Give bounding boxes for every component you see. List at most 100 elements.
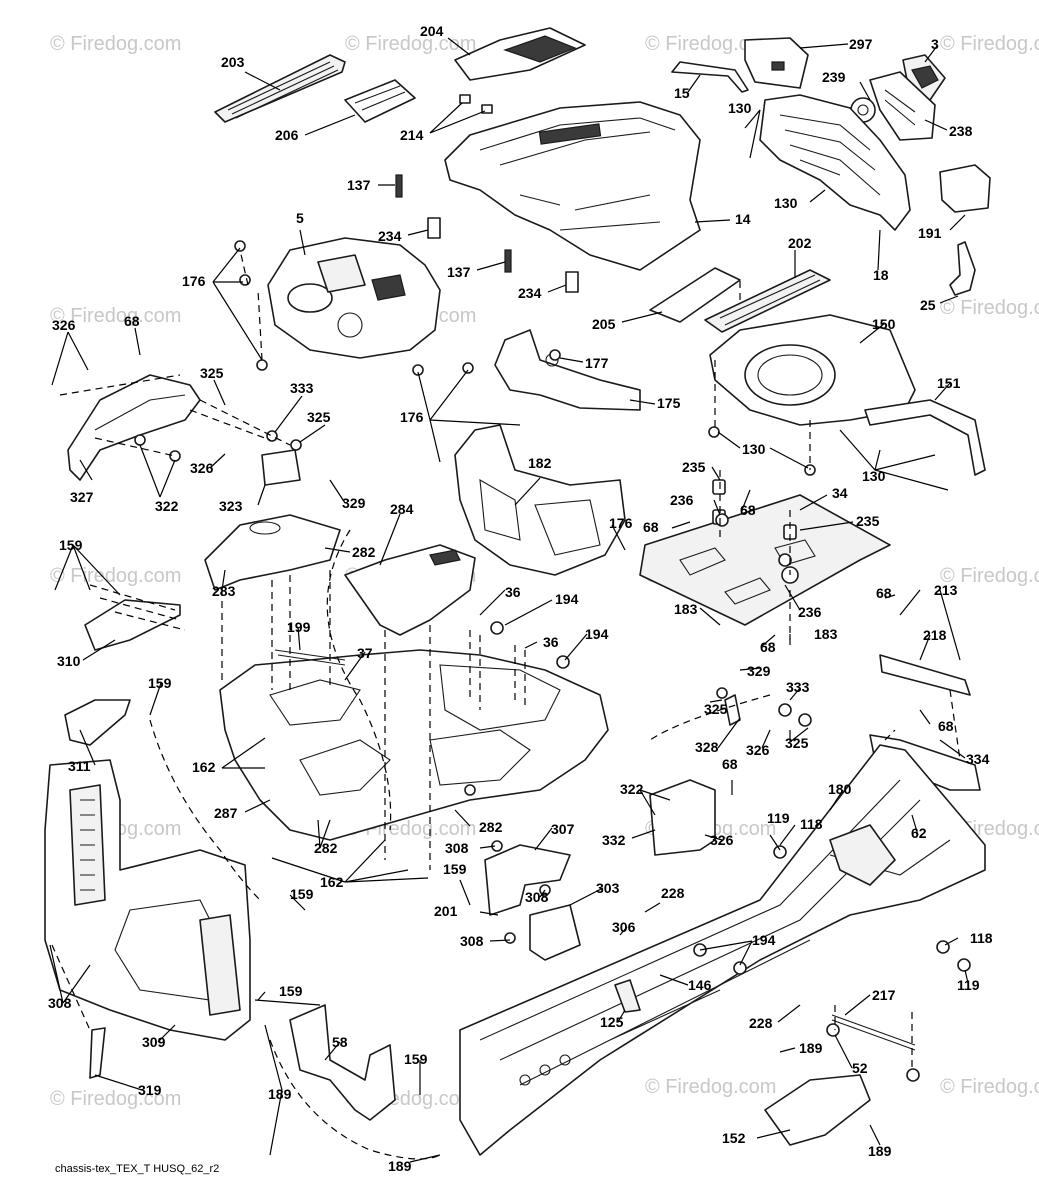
label-333: 333 <box>290 380 314 396</box>
label-282: 282 <box>352 544 376 560</box>
part-203-grille-strip <box>214 54 346 123</box>
label-189: 189 <box>868 1143 892 1159</box>
label-176: 176 <box>400 409 424 425</box>
label-3: 3 <box>931 36 939 52</box>
label-218: 218 <box>923 627 947 643</box>
label-309: 309 <box>142 1034 166 1050</box>
part-125-bracket <box>614 979 641 1013</box>
leader-lines <box>49 37 969 1163</box>
label-58: 58 <box>332 1034 348 1050</box>
label-199: 199 <box>287 619 311 635</box>
label-159: 159 <box>148 675 172 691</box>
label-68: 68 <box>760 639 776 655</box>
label-327: 327 <box>70 489 94 505</box>
part-182-dash-lower <box>454 424 626 576</box>
label-239: 239 <box>822 69 846 85</box>
label-130: 130 <box>728 100 752 116</box>
watermark-text: © Firedog.com <box>940 565 1039 587</box>
part-284-rear-cover <box>344 544 476 636</box>
label-36: 36 <box>505 584 521 600</box>
part-180-frame-rail <box>459 744 986 1156</box>
part-297-cap <box>744 37 809 89</box>
label-189: 189 <box>268 1086 292 1102</box>
part-137-strips <box>395 174 512 273</box>
label-194: 194 <box>752 932 776 948</box>
label-308: 308 <box>445 840 469 856</box>
label-326: 326 <box>52 317 76 333</box>
label-151: 151 <box>937 375 961 391</box>
label-175: 175 <box>657 395 681 411</box>
part-328-bracket <box>724 694 741 726</box>
label-150: 150 <box>872 316 896 332</box>
label-236: 236 <box>798 604 822 620</box>
watermark-text: © Firedog.com <box>940 33 1039 55</box>
label-326: 326 <box>190 460 214 476</box>
part-217-rod <box>831 1014 916 1051</box>
part-238-headlight-housing <box>869 71 936 141</box>
label-201: 201 <box>434 903 458 919</box>
label-137: 137 <box>447 264 471 280</box>
label-189: 189 <box>388 1158 412 1174</box>
label-333: 333 <box>786 679 810 695</box>
label-137: 137 <box>347 177 371 193</box>
part-number-labels: 203 204 297 3 15 239 206 214 130 238 137… <box>48 23 993 1174</box>
watermark-text: © Firedog.com <box>645 33 776 55</box>
label-334: 334 <box>966 751 990 767</box>
part-150-fan-shroud <box>709 314 916 426</box>
label-119: 119 <box>767 810 790 826</box>
part-234-clips <box>427 217 579 293</box>
part-206-grille-insert <box>344 79 416 123</box>
part-307-303-brackets <box>484 844 581 961</box>
label-180: 180 <box>828 781 852 797</box>
label-177: 177 <box>585 355 609 371</box>
label-303: 303 <box>596 880 620 896</box>
label-15: 15 <box>674 85 690 101</box>
label-18: 18 <box>873 267 889 283</box>
label-176: 176 <box>182 273 206 289</box>
label-329: 329 <box>342 495 366 511</box>
label-202: 202 <box>788 235 812 251</box>
label-25: 25 <box>920 297 936 313</box>
label-234: 234 <box>518 285 542 301</box>
label-325: 325 <box>785 735 809 751</box>
label-235: 235 <box>856 513 880 529</box>
label-213: 213 <box>934 582 958 598</box>
label-323: 323 <box>219 498 243 514</box>
watermark-text: © Firedog.com <box>50 305 181 327</box>
label-176: 176 <box>609 515 633 531</box>
label-214: 214 <box>400 127 424 143</box>
part-310-guard <box>84 599 181 651</box>
watermark-text: © Firedog.com <box>50 1088 181 1110</box>
label-118: 118 <box>800 816 823 832</box>
label-235: 235 <box>682 459 706 475</box>
part-214-clips <box>459 94 493 114</box>
label-182: 182 <box>528 455 552 471</box>
part-191-cover <box>939 164 991 213</box>
label-130: 130 <box>862 468 886 484</box>
part-319-bracket <box>89 1027 106 1079</box>
part-283-seat-pan <box>204 514 341 591</box>
label-322: 322 <box>620 781 644 797</box>
part-37-main-body <box>219 649 609 841</box>
part-15-strip <box>671 61 749 93</box>
label-62: 62 <box>911 825 927 841</box>
label-36: 36 <box>543 634 559 650</box>
diagram-caption: chassis-tex_TEX_T HUSQ_62_r2 <box>55 1163 219 1175</box>
label-194: 194 <box>555 591 579 607</box>
watermark-text: © Firedog.com <box>940 1076 1039 1098</box>
label-228: 228 <box>661 885 685 901</box>
label-283: 283 <box>212 583 236 599</box>
watermark-text: © Firedog.com <box>940 297 1039 319</box>
part-14-hood <box>444 101 701 271</box>
part-25-bracket <box>949 241 976 296</box>
label-68: 68 <box>643 519 659 535</box>
label-282: 282 <box>314 840 338 856</box>
part-218-plate <box>879 654 971 696</box>
part-204-vent-cover <box>454 27 586 81</box>
part-311-guard <box>64 699 131 746</box>
label-310: 310 <box>57 653 81 669</box>
label-332: 332 <box>602 832 626 848</box>
label-183: 183 <box>674 601 698 617</box>
label-205: 205 <box>592 316 616 332</box>
